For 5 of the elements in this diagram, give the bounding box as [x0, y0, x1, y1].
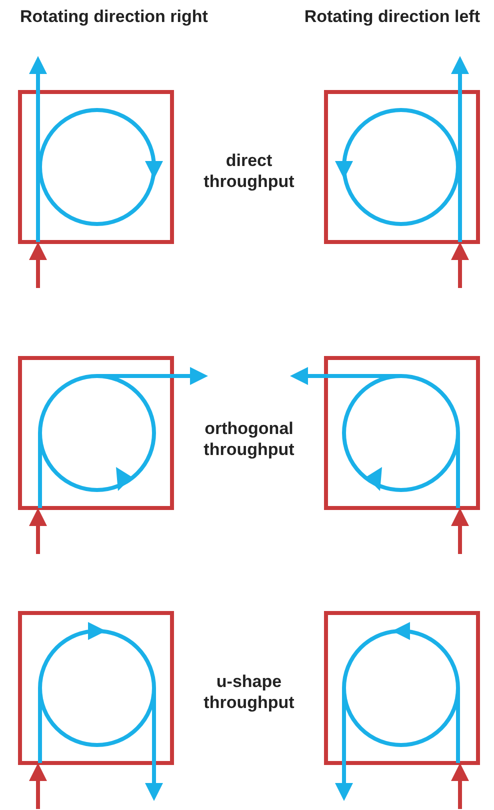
throughput-label: orthogonal throughput [202, 418, 296, 460]
direction-label: Rotating direction left [303, 6, 480, 27]
throughput-label: u-shape throughput [202, 671, 296, 713]
direction-label: Rotating direction right [20, 6, 209, 27]
throughput-label: direct throughput [202, 150, 296, 192]
